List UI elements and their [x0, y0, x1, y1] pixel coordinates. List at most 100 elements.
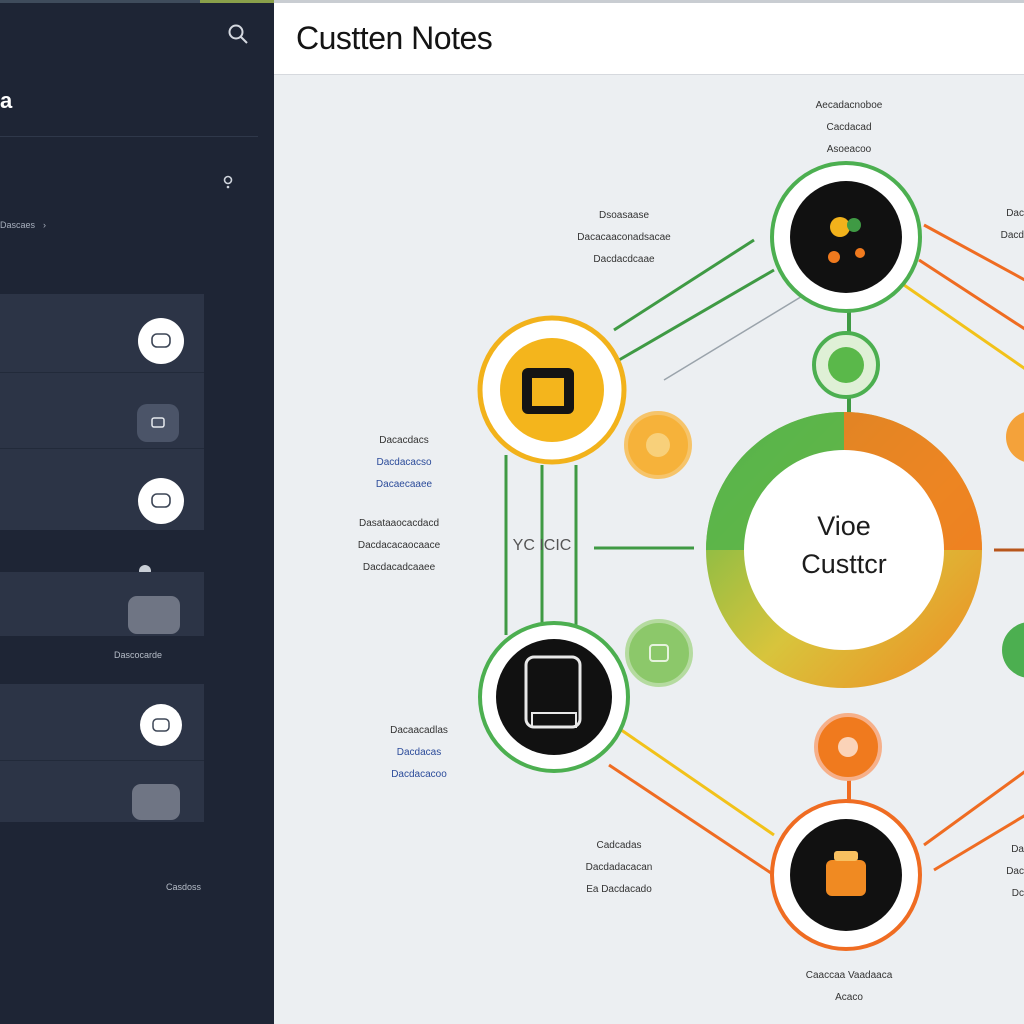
label-line: Dacdadacacan: [585, 862, 653, 873]
toggle-5[interactable]: [140, 704, 182, 746]
center-label-line-2: Custtcr: [801, 549, 887, 579]
label-line: Dacdacadcaaee: [362, 562, 436, 573]
toaster-icon-top: [834, 851, 858, 861]
connector-line: [923, 770, 1024, 847]
sidebar-caption-2: Casdoss: [166, 882, 202, 892]
label-right-bottom: Da Dac Dc: [994, 839, 1024, 905]
printer-icon-tray: [531, 712, 577, 728]
toggle-3[interactable]: [138, 478, 184, 524]
label-upper-left: Dsoasaase Dacacaaconadsacae Dacdacdcaae: [544, 205, 704, 271]
page-title: Custten Notes: [296, 20, 493, 56]
label-top: Aecadacnoboe Cacdacad Asoeacoo: [769, 95, 929, 161]
connector-line: [663, 294, 805, 381]
label-lower-left: Dacaacadlas Dacdacas Dacdacacoo: [344, 720, 494, 786]
connector-line: [608, 763, 775, 877]
connector-label: YC ICIC: [512, 537, 572, 554]
center-hub: [706, 412, 982, 688]
label-line: Dasataaocacdacd: [358, 518, 440, 529]
label-line: Acaco: [835, 992, 863, 1003]
diagram-canvas: Vioe Custtcr Aecadacnoboe Cacdacad Asoea…: [274, 75, 1024, 1024]
label-line: Dacdacacso: [376, 457, 432, 468]
center-core: [744, 450, 944, 650]
card-divider: [0, 760, 204, 761]
node-lower-left[interactable]: [478, 621, 630, 773]
node-right-orange[interactable]: [1006, 411, 1024, 463]
robot-icon-part: [847, 218, 861, 232]
toggle-6[interactable]: [132, 784, 180, 820]
label-line: Da: [1011, 844, 1024, 855]
sidebar-title: a: [0, 88, 13, 113]
header: Custten Notes: [274, 0, 1024, 75]
connector-line: [933, 814, 1024, 872]
node-small-orange-left[interactable]: [624, 411, 692, 479]
label-line: Aecadacnoboe: [815, 100, 883, 111]
connector-line: [918, 258, 1024, 331]
label-line: Dacdacacoo: [391, 769, 447, 780]
settings-card-2: [0, 572, 204, 636]
label-line: Dsoasaase: [598, 210, 650, 221]
label-line: Dacaacadlas: [390, 725, 448, 736]
label-line: Dacacaaconadsacae: [577, 232, 671, 243]
label-line: Dacdacas: [396, 747, 442, 758]
node-small-green-left[interactable]: [625, 619, 693, 687]
sidebar-top-accent: [0, 0, 274, 3]
header-top-border: [274, 0, 1024, 3]
label-right-top: Dac Dacd: [994, 203, 1024, 247]
label-footer: Caaccaa Vaadaaca Acaco: [764, 965, 934, 1009]
label-bottom: Cadcadas Dacdadacacan Ea Dacdacado: [544, 835, 694, 901]
card-divider: [0, 372, 204, 373]
node-dot-icon: [838, 737, 858, 757]
network-diagram: [477, 161, 1024, 951]
label-line: Cadcadas: [596, 840, 642, 851]
folder-icon-inner: [532, 378, 564, 406]
label-line: Ea Dacdacado: [586, 884, 652, 895]
toggle-4[interactable]: [128, 596, 180, 634]
label-line: Dac: [1006, 208, 1024, 219]
sidebar: a Dascaes › Dascocarde: [0, 0, 274, 1024]
sidebar-section-header[interactable]: Dascaes ›: [0, 220, 46, 230]
chevron-right-icon: ›: [43, 220, 47, 230]
toaster-icon: [826, 860, 866, 896]
label-line: Caaccaa Vaadaaca: [805, 970, 893, 981]
label-line: Dacd: [1000, 230, 1024, 241]
node-dot-icon: [646, 433, 670, 457]
label-left-2: Dasataaocacdacd Dacdacacaocaace Dacdacad…: [314, 513, 484, 579]
node-upper-left[interactable]: [477, 315, 627, 465]
connector-line: [613, 723, 775, 837]
sidebar-caption-1: Dascocarde: [114, 650, 163, 660]
label-line: Asoeacoo: [826, 144, 872, 155]
connector-line: [613, 238, 755, 332]
label-line: Dac: [1006, 866, 1024, 877]
node-ring: [625, 619, 693, 687]
help-icon[interactable]: [220, 174, 236, 190]
label-line: Dacaecaaee: [375, 479, 433, 490]
toggle-2[interactable]: [137, 404, 179, 442]
connector-line: [903, 283, 1024, 370]
center-label: Vioe Custtcr: [734, 507, 954, 583]
chat-icon: [649, 644, 669, 662]
leaf-icon: [828, 347, 864, 383]
label-line: Cacdacad: [826, 122, 872, 133]
search-icon[interactable]: [226, 22, 250, 46]
node-small-green-top[interactable]: [812, 331, 880, 399]
node-top[interactable]: [770, 161, 922, 313]
node-bottom[interactable]: [770, 799, 922, 951]
card-divider: [0, 448, 204, 449]
label-line: Dacdacacaocaace: [357, 540, 441, 551]
label-line: Dacacdacs: [379, 435, 429, 446]
label-left-1: Dacacdacs Dacdacacso Dacaecaaee: [334, 430, 474, 496]
sidebar-divider: [0, 136, 258, 137]
settings-card-1: [0, 294, 204, 530]
label-line: Dacdacdcaae: [593, 254, 655, 265]
settings-card-3: [0, 684, 204, 822]
node-right-green[interactable]: [1002, 622, 1024, 678]
robot-icon-part: [828, 251, 840, 263]
robot-icon: [830, 217, 850, 237]
sidebar-section-label: Dascaes: [0, 220, 36, 230]
connector-line: [923, 223, 1024, 282]
robot-icon-part: [855, 248, 865, 258]
center-label-line-1: Vioe: [817, 511, 871, 541]
toggle-1[interactable]: [138, 318, 184, 364]
connector-line: [618, 268, 775, 362]
node-small-orange-bottom[interactable]: [814, 713, 882, 781]
